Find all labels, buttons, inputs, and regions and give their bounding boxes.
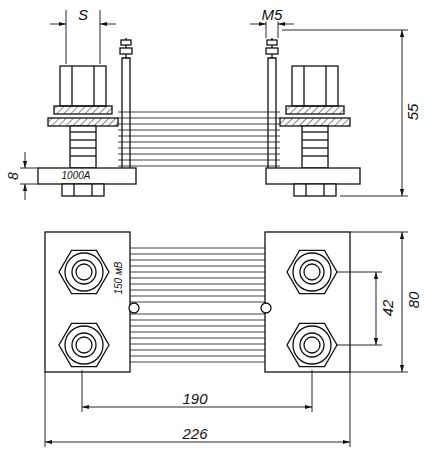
strip-line	[130, 320, 265, 321]
dimension-lines-bottom	[45, 232, 408, 447]
strip-line	[130, 356, 265, 357]
strip-line	[118, 148, 280, 149]
strip-line	[130, 302, 265, 303]
dimension-lines-top	[20, 10, 408, 200]
strip-line	[130, 326, 265, 327]
strip-line	[130, 362, 265, 363]
strip-line	[130, 344, 265, 345]
strip-line	[130, 248, 265, 249]
strip-line	[130, 266, 265, 267]
strip-line	[118, 154, 280, 155]
strip-line	[118, 166, 280, 167]
dimension-text: S	[77, 7, 89, 22]
strip-line	[118, 112, 280, 113]
strip-line	[130, 314, 265, 315]
current-rating: 1000A	[61, 171, 92, 181]
hex-nut	[59, 323, 109, 366]
shunt-strips-plan	[130, 248, 265, 362]
strip-line	[130, 260, 265, 261]
dimension-text: 55	[405, 103, 420, 122]
dimension-text: 42	[380, 299, 395, 318]
right-terminal-side	[266, 38, 360, 196]
strip-line	[130, 278, 265, 279]
strip-line	[130, 350, 265, 351]
thread-size: M5	[261, 7, 284, 22]
strip-line	[130, 272, 265, 273]
strip-line	[118, 124, 280, 125]
strip-line	[118, 142, 280, 143]
strip-line	[130, 332, 265, 333]
strip-line	[130, 290, 265, 291]
strip-line	[130, 284, 265, 285]
strip-line	[118, 118, 280, 119]
dimension-text: 8	[6, 171, 20, 181]
hex-nut	[287, 250, 337, 293]
voltage-rating: 150 мВ	[114, 261, 124, 296]
strip-line	[130, 338, 265, 339]
hex-nut	[287, 323, 337, 366]
terminal-blocks-plan	[45, 232, 350, 372]
hex-nut	[59, 250, 109, 293]
strip-line	[118, 160, 280, 161]
dimension-text: 190	[181, 391, 208, 406]
strip-line	[118, 130, 280, 131]
strip-line	[130, 254, 265, 255]
dimension-text: 80	[406, 291, 421, 310]
strip-line	[130, 296, 265, 297]
left-terminal-side	[38, 38, 136, 196]
shunt-strips-side	[118, 112, 280, 166]
dimension-text: 226	[181, 426, 208, 441]
strip-line	[118, 136, 280, 137]
